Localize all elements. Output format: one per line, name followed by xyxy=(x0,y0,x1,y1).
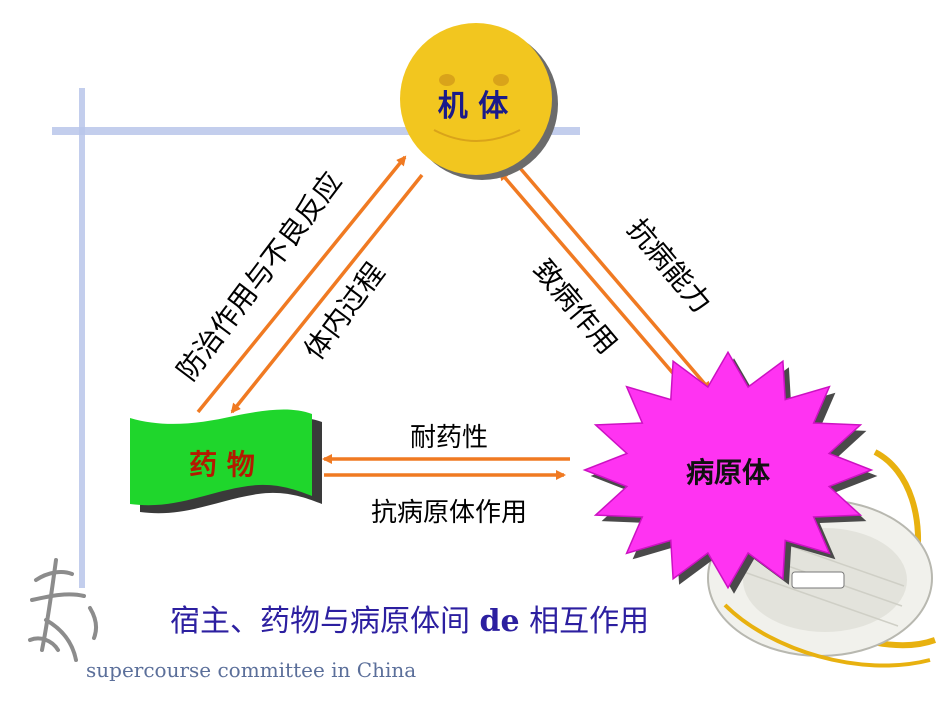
node-drug: 药 物 xyxy=(130,409,322,514)
node-body: 机 体 xyxy=(400,23,558,180)
arrow-pathogen-to-body xyxy=(498,170,698,402)
node-pathogen-label: 病原体 xyxy=(686,456,771,489)
smiley-right-eye xyxy=(493,74,509,86)
caption-text-after: 相互作用 xyxy=(519,604,650,639)
arrow-body-to-drug xyxy=(230,173,424,414)
arrow-drug-to-body xyxy=(196,155,407,414)
node-body-label: 机 体 xyxy=(438,89,509,124)
label-pathogen-to-body: 致病作用 xyxy=(527,253,624,360)
smiley-left-eye xyxy=(439,74,455,86)
calligraphy-logo xyxy=(28,558,99,662)
caption-de: de xyxy=(479,604,520,639)
arrow-body-to-pathogen xyxy=(518,166,712,392)
organization-name: supercourse committee in China xyxy=(86,658,417,682)
caption-text-before: 宿主、药物与病原体间 xyxy=(170,604,480,639)
node-pathogen: 病原体 xyxy=(582,350,878,594)
label-pathogen-to-drug: 耐药性 xyxy=(410,423,488,453)
label-drug-to-pathogen: 抗病原体作用 xyxy=(371,498,527,528)
background-guide-lines xyxy=(52,88,580,588)
node-drug-label: 药 物 xyxy=(189,448,255,481)
arrows xyxy=(196,155,712,480)
caption: 宿主、药物与病原体间 de 相互作用 xyxy=(170,596,649,640)
smiley-mouth xyxy=(433,129,521,142)
